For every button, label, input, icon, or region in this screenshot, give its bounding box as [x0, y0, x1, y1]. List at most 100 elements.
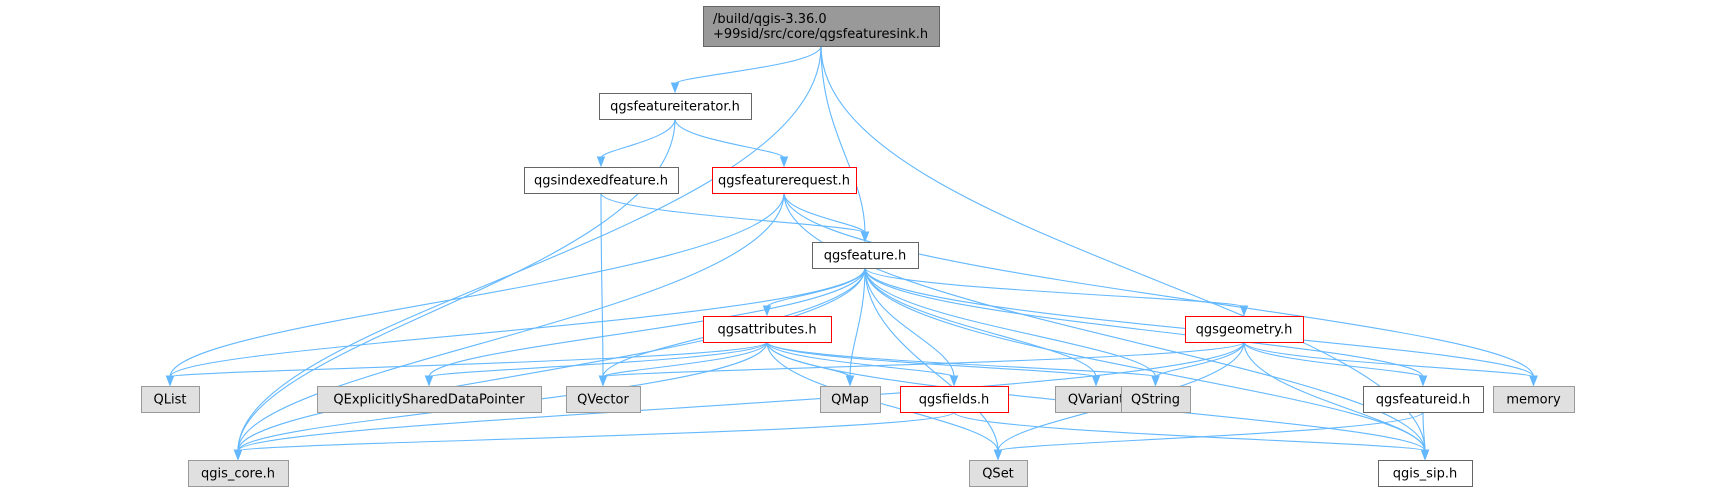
- edge-attributes-to-fields: [766, 341, 955, 378]
- edge-arrowhead: [1091, 375, 1101, 387]
- edge-attributes-to-qvector: [602, 341, 768, 378]
- node-qvector[interactable]: QVector: [566, 386, 641, 413]
- edge-request-to-sip: [783, 192, 1426, 452]
- edge-arrowhead: [165, 375, 175, 387]
- edge-arrowhead: [670, 82, 680, 94]
- edge-arrowhead: [949, 375, 959, 387]
- edge-arrowhead: [779, 156, 789, 168]
- edge-root-to-feature: [820, 45, 866, 234]
- edge-attributes-to-qlist: [169, 341, 768, 378]
- node-label-featureid: qgsfeatureid.h: [1376, 393, 1470, 408]
- node-label-request: qgsfeaturerequest.h: [718, 174, 850, 189]
- edge-feature-to-featureid: [864, 267, 1424, 378]
- node-label-indexed: qgsindexedfeature.h: [534, 174, 668, 189]
- node-qmap[interactable]: QMap: [820, 386, 881, 413]
- node-qset[interactable]: QSet: [969, 460, 1028, 487]
- node-box-core: [188, 460, 289, 487]
- node-box-indexed: [524, 167, 679, 194]
- node-label-geometry: qgsgeometry.h: [1196, 323, 1293, 338]
- edge-fields-to-sip: [953, 411, 1426, 452]
- node-box-qlist: [141, 386, 200, 413]
- edge-arrowhead: [598, 375, 608, 387]
- edge-arrowhead: [424, 375, 434, 387]
- edge-featureid-to-sip: [1422, 411, 1426, 452]
- edge-root-to-iterator: [674, 45, 822, 85]
- edge-arrowhead: [845, 375, 855, 387]
- node-box-attributes: [703, 316, 832, 343]
- node-label-qlist: QList: [154, 393, 187, 408]
- node-label-qstring: QString: [1131, 393, 1180, 408]
- edge-attributes-to-qset: [766, 341, 999, 452]
- node-label-qvector: QVector: [577, 393, 629, 408]
- node-fields[interactable]: qgsfields.h: [900, 386, 1009, 413]
- edge-iterator-to-indexed: [600, 118, 676, 159]
- edge-arrowhead: [762, 305, 772, 317]
- node-iterator[interactable]: qgsfeatureiterator.h: [599, 93, 752, 120]
- nodes-layer: /build/qgis-3.36.0+99sid/src/core/qgsfea…: [141, 6, 1575, 487]
- edge-arrowhead: [860, 231, 870, 243]
- node-featureid[interactable]: qgsfeatureid.h: [1363, 386, 1484, 413]
- edge-attributes-to-qexpl: [428, 341, 768, 378]
- node-qexpl[interactable]: QExplicitlySharedDataPointer: [317, 386, 542, 413]
- edge-fields-to-core: [237, 411, 955, 452]
- node-label-qvariant: QVariant: [1068, 393, 1124, 408]
- edge-request-to-qlist: [169, 192, 785, 378]
- edge-indexed-to-feature: [600, 192, 866, 234]
- edges-layer: [165, 45, 1538, 461]
- node-sip[interactable]: qgis_sip.h: [1378, 460, 1473, 487]
- node-box-geometry: [1185, 316, 1304, 343]
- node-label-qexpl: QExplicitlySharedDataPointer: [333, 393, 525, 408]
- edge-arrowhead: [1239, 305, 1249, 317]
- edge-geometry-to-core: [237, 341, 1245, 452]
- node-label-qmap: QMap: [831, 393, 869, 408]
- edge-geometry-to-qvector: [602, 341, 1245, 378]
- edge-feature-to-qset: [864, 267, 999, 452]
- edge-root-to-core: [237, 45, 822, 452]
- node-box-qstring: [1121, 386, 1191, 413]
- node-feature[interactable]: qgsfeature.h: [812, 242, 919, 269]
- edge-featureid-to-qset: [997, 411, 1424, 452]
- edge-arrowhead: [1151, 375, 1160, 387]
- node-box-featureid: [1363, 386, 1484, 413]
- node-qstring[interactable]: QString: [1121, 386, 1191, 413]
- edge-feature-to-qvariant: [864, 267, 1097, 378]
- node-label-attributes: qgsattributes.h: [717, 323, 816, 338]
- edge-arrowhead: [596, 156, 606, 168]
- edge-attributes-to-qmap: [766, 341, 851, 378]
- edge-request-to-feature: [783, 192, 866, 234]
- node-box-iterator: [599, 93, 752, 120]
- edge-iterator-to-request: [674, 118, 785, 159]
- edge-geometry-to-qstring: [1154, 341, 1245, 378]
- node-label-sip: qgis_sip.h: [1393, 467, 1457, 482]
- node-geometry[interactable]: qgsgeometry.h: [1185, 316, 1304, 343]
- node-box-qvector: [566, 386, 641, 413]
- edge-geometry-to-sip: [1243, 341, 1426, 452]
- node-attributes[interactable]: qgsattributes.h: [703, 316, 832, 343]
- edge-feature-to-qlist: [169, 267, 866, 378]
- edge-feature-to-attributes: [766, 267, 866, 308]
- edge-arrowhead: [1420, 449, 1430, 461]
- node-qlist[interactable]: QList: [141, 386, 200, 413]
- edge-arrowhead: [1418, 375, 1428, 387]
- node-box-qexpl: [317, 386, 542, 413]
- edge-indexed-to-qvector: [600, 192, 604, 378]
- node-box-qset: [969, 460, 1028, 487]
- node-box-fields: [900, 386, 1009, 413]
- node-core[interactable]: qgis_core.h: [188, 460, 289, 487]
- node-box-request: [712, 167, 857, 194]
- node-label-iterator: qgsfeatureiterator.h: [610, 100, 740, 115]
- edge-request-to-memory: [783, 192, 1535, 378]
- node-label-memory: memory: [1506, 393, 1561, 408]
- node-root[interactable]: /build/qgis-3.36.0+99sid/src/core/qgsfea…: [703, 6, 940, 47]
- node-label-root: /build/qgis-3.36.0: [713, 12, 827, 27]
- node-request[interactable]: qgsfeaturerequest.h: [712, 167, 857, 194]
- node-memory[interactable]: memory: [1493, 386, 1575, 413]
- node-box-feature: [812, 242, 919, 269]
- node-box-qmap: [820, 386, 881, 413]
- node-indexed[interactable]: qgsindexedfeature.h: [524, 167, 679, 194]
- edge-feature-to-core: [237, 267, 866, 452]
- node-label-fields: qgsfields.h: [919, 393, 989, 408]
- edge-request-to-core: [237, 192, 785, 452]
- edge-feature-to-qexpl: [428, 267, 866, 378]
- node-label-root: +99sid/src/core/qgsfeaturesink.h: [713, 27, 928, 42]
